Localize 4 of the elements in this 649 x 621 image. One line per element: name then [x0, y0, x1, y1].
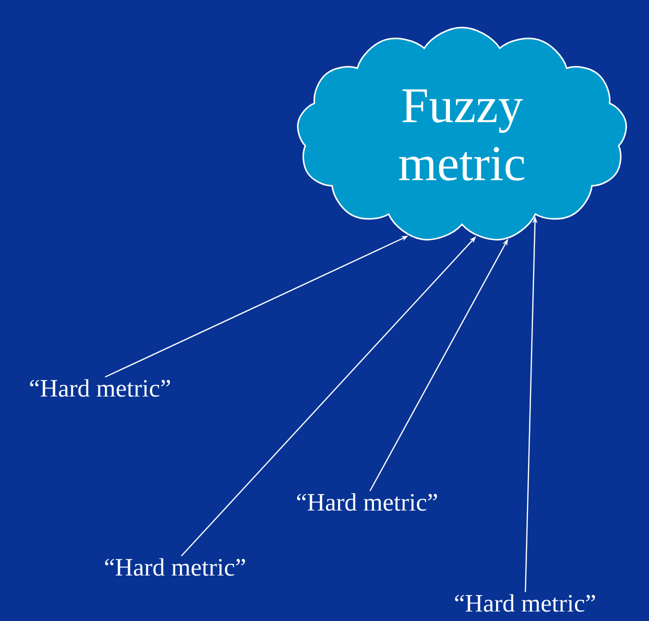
- text-label: “Hard metric”: [105, 558, 245, 576]
- text-label: “Hard metric”: [297, 493, 437, 511]
- text-label: “Hard metric”: [455, 594, 595, 612]
- text-label: “Hard metric”: [30, 379, 170, 397]
